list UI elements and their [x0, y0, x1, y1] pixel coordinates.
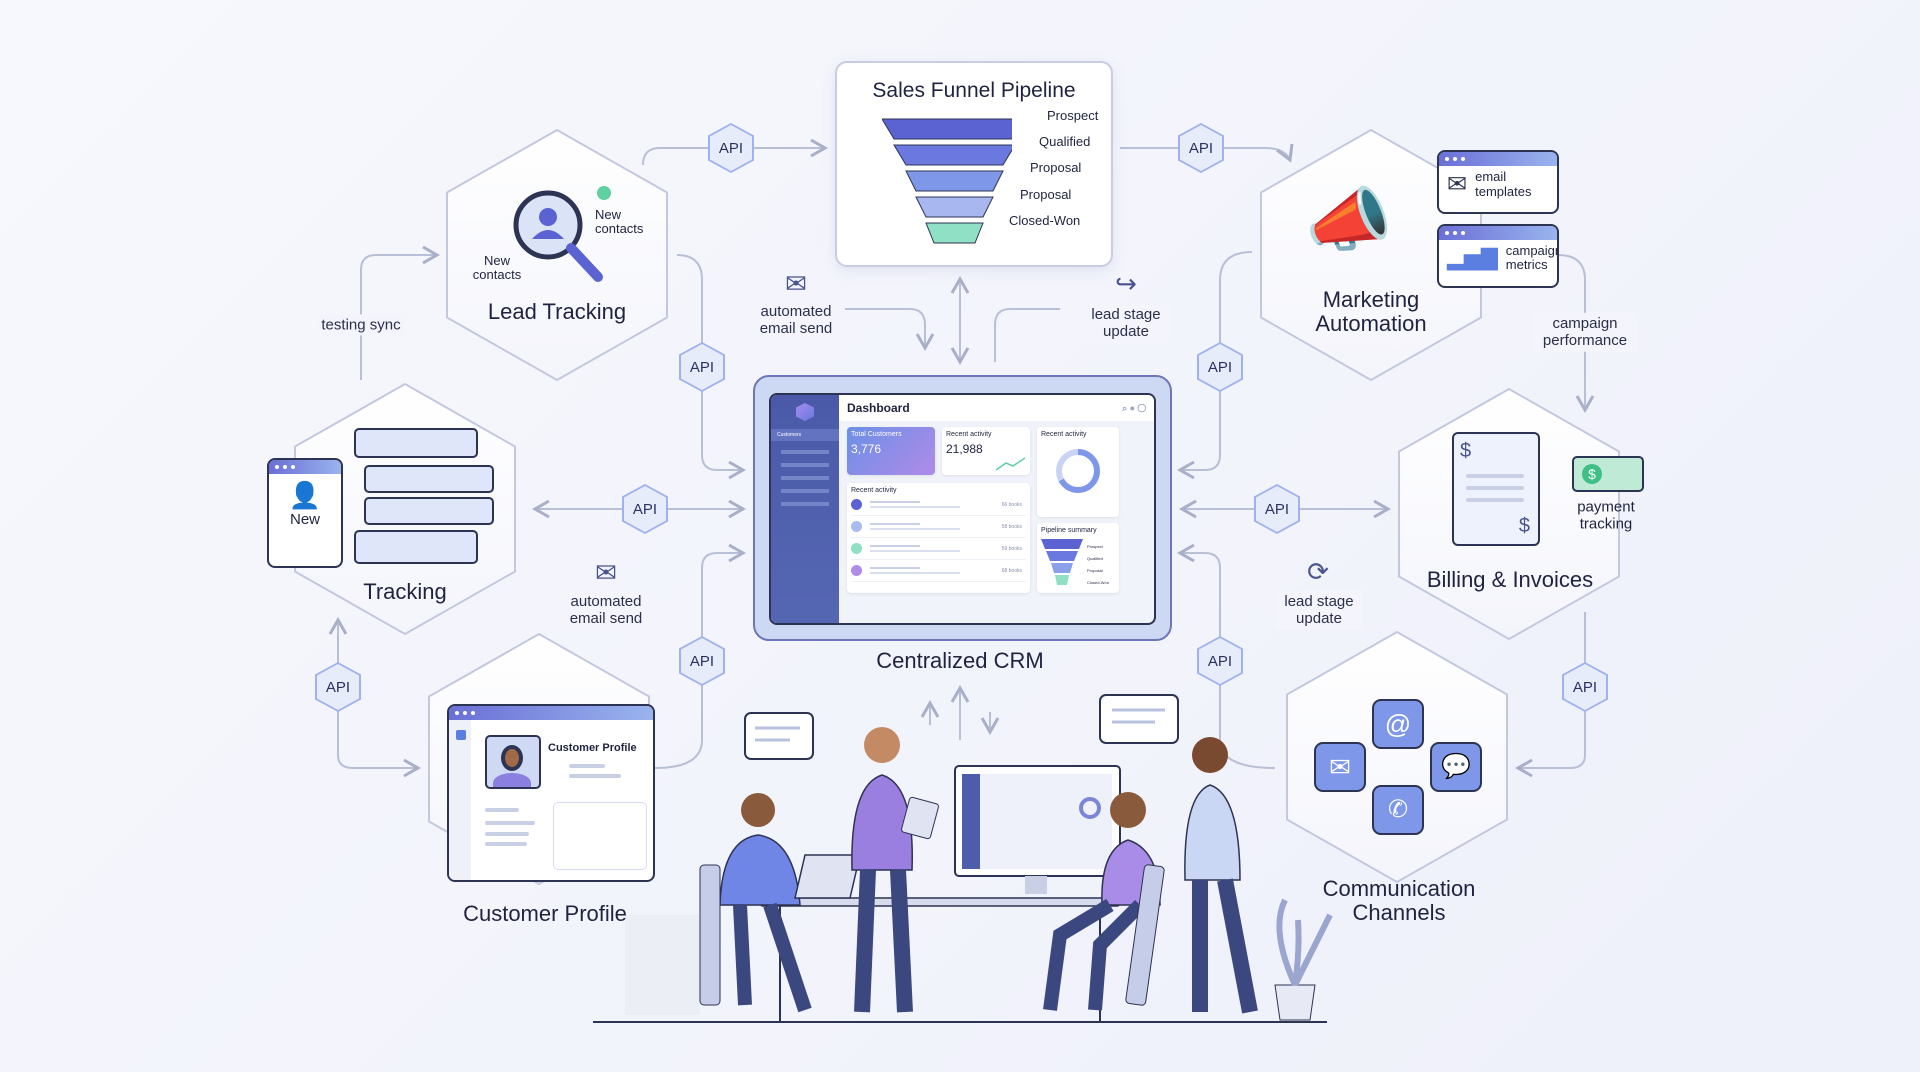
channel-icons: @ ✉ 💬 ✆	[1312, 697, 1492, 847]
sync-icon: ⟳	[1307, 556, 1329, 587]
email-templates-card[interactable]: ✉ email templates	[1437, 150, 1559, 214]
team-illustration	[593, 694, 1333, 1023]
funnel-stage-prospect: Prospect	[1047, 108, 1099, 123]
flow-label-testing-sync: testing sync	[317, 314, 405, 336]
bar-chart-icon: ▂▅▇	[1447, 245, 1498, 271]
customer-avatar	[485, 735, 541, 789]
campaign-metrics-label: campaign metrics	[1505, 243, 1559, 273]
magnifier-contact-icon	[508, 185, 611, 285]
crm-dashboard-device[interactable]: Customers Dashboard ⌕ ● ◯ Total Customers…	[753, 375, 1172, 641]
phone-icon: ✆	[1372, 785, 1424, 835]
funnel-graphic	[882, 118, 1012, 244]
recent-activity-card[interactable]: Recent activity 21,988	[942, 427, 1030, 475]
list-label: Recent activity	[851, 487, 897, 494]
donut-label: Recent activity	[1041, 431, 1087, 438]
search-bell-avatar-icons[interactable]: ⌕ ● ◯	[1122, 402, 1146, 413]
invoice-document-icon: $ $	[1452, 432, 1540, 546]
communication-hex[interactable]	[1286, 631, 1508, 883]
share-arrow-icon: ↪	[1115, 268, 1137, 299]
activity-count: 59 books	[1001, 545, 1022, 552]
envelope-icon: ✉	[785, 268, 807, 299]
flow-label-auto-email-left: automated email send	[557, 590, 655, 630]
new-contacts-label: New contacts	[595, 207, 644, 237]
customer-profile-window[interactable]: Customer Profile	[447, 704, 655, 882]
activity-dot	[851, 521, 862, 532]
tracking-title: Tracking	[363, 578, 447, 604]
chat-icon: 💬	[1430, 742, 1482, 792]
email-templates-label: email templates	[1475, 169, 1532, 199]
api-badge-tracking-crm: API	[622, 484, 668, 534]
dashboard-title: Dashboard	[847, 401, 910, 415]
pipeline-stage: Closed-Won	[1087, 580, 1109, 585]
billing-invoices-title: Billing & Invoices	[1426, 566, 1594, 592]
activity-row[interactable]: 66 books	[851, 494, 1026, 516]
customer-profile-window-title: Customer Profile	[548, 742, 637, 754]
payment-tracking-label: payment tracking	[1577, 498, 1635, 532]
logo-cube-icon	[796, 403, 814, 421]
pipeline-stage: Proposal	[1087, 568, 1103, 573]
activity-row[interactable]: 58 books	[851, 516, 1026, 538]
funnel-stage-proposal: Proposal	[1030, 160, 1082, 175]
funnel-stage-proposal-2: Proposal	[1020, 187, 1072, 202]
cash-icon: $	[1572, 456, 1644, 492]
flow-label-lead-stage-top: lead stage update	[1082, 303, 1170, 343]
total-customers-value: 3,776	[851, 442, 882, 456]
lead-tracking-title: Lead Tracking	[487, 298, 627, 324]
total-customers-card[interactable]: Total Customers 3,776	[847, 427, 935, 475]
recent-activity-label: Recent activity	[946, 431, 992, 438]
sales-funnel-title: Sales Funnel Pipeline	[872, 79, 1076, 102]
new-label: New	[289, 511, 320, 528]
api-badge-lead-funnel: API	[708, 123, 754, 173]
user-icon: 👤	[288, 480, 322, 510]
pipeline-stage: Prospect	[1087, 544, 1103, 549]
donut-activity-card[interactable]: Recent activity	[1037, 427, 1119, 517]
megaphone-icon: 📣	[1305, 181, 1393, 259]
activity-dot	[851, 499, 862, 510]
pipeline-stage: Qualified	[1087, 556, 1103, 561]
campaign-metrics-card[interactable]: ▂▅▇ campaign metrics	[1437, 224, 1559, 288]
pipeline-summary-label: Pipeline summary	[1041, 527, 1097, 534]
at-sign-icon: @	[1372, 699, 1424, 749]
activity-count: 66 books	[1001, 501, 1022, 508]
pipeline-summary-card[interactable]: Pipeline summary Prospect Qualified Prop…	[1037, 523, 1119, 593]
activity-dot	[851, 565, 862, 576]
envelope-icon: ✉	[1447, 171, 1468, 198]
recent-activity-list[interactable]: Recent activity 66 books 58 books 59 books…	[847, 483, 1030, 593]
new-contact-window[interactable]: 👤 New	[267, 458, 343, 568]
activity-count: 58 books	[1001, 523, 1022, 530]
tracking-checklist	[352, 425, 494, 565]
activity-dot	[851, 543, 862, 554]
sidebar-item-customers[interactable]: Customers	[771, 429, 839, 441]
customer-profile-title: Customer Profile	[463, 900, 627, 926]
email-icon: ✉	[1314, 742, 1366, 792]
funnel-stage-closed-won: Closed-Won	[1009, 213, 1081, 228]
activity-row[interactable]: 68 books	[851, 560, 1026, 582]
funnel-stage-qualified: Qualified	[1039, 134, 1091, 149]
api-badge-lead-crm: API	[679, 342, 725, 392]
flow-label-auto-email-top: automated email send	[747, 300, 845, 340]
envelope-icon: ✉	[595, 557, 617, 588]
flow-label-campaign-performance: campaign performance	[1531, 312, 1639, 352]
total-customers-label: Total Customers	[851, 431, 902, 438]
connector-lines	[328, 138, 1595, 778]
recent-activity-value: 21,988	[946, 442, 983, 456]
activity-row[interactable]: 59 books	[851, 538, 1026, 560]
marketing-automation-title: Marketing Automation	[1315, 286, 1427, 336]
activity-count: 68 books	[1001, 567, 1022, 574]
new-contacts-label-2: New contacts	[472, 253, 522, 283]
centralized-crm-title: Centralized CRM	[876, 647, 1044, 673]
sales-funnel-card[interactable]: Sales Funnel Pipeline Prospect Qualified…	[835, 61, 1113, 267]
flow-label-lead-stage-right: lead stage update	[1275, 590, 1363, 630]
communication-channels-title: Communication Channels	[1322, 875, 1476, 925]
dashboard-sidebar: Customers	[771, 395, 839, 623]
